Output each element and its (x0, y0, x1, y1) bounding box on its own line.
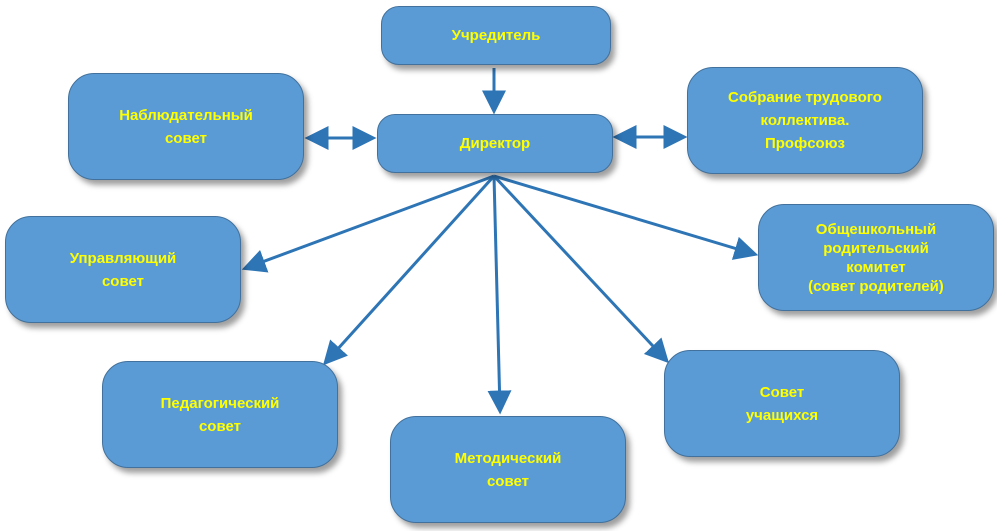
node-director: Директор (377, 114, 613, 173)
node-governing-council-label: Управляющий совет (69, 249, 177, 290)
node-governing-council: Управляющий совет (5, 216, 241, 323)
node-pedagogical-council: Педагогический совет (102, 361, 338, 468)
arrow-director-to-pedagogical-council (322, 174, 496, 366)
node-supervisory-board: Наблюдательный совет (68, 73, 304, 180)
node-founder-label: Учредитель (451, 27, 541, 44)
node-director-label: Директор (459, 135, 531, 152)
node-parents-committee: Общешкольный родительский комитет (совет… (758, 204, 994, 311)
node-methodical-council-label: Методический совет (454, 449, 562, 490)
node-supervisory-board-label: Наблюдательный совет (119, 106, 253, 147)
node-student-council-label: Совет учащихся (745, 383, 819, 424)
node-pedagogical-council-label: Педагогический совет (160, 394, 280, 435)
arrow-director-to-governing-council (241, 174, 495, 273)
node-parents-committee-label: Общешкольный родительский комитет (совет… (808, 220, 944, 295)
node-founder: Учредитель (381, 6, 611, 65)
node-student-council: Совет учащихся (664, 350, 900, 457)
arrow-director-to-student-council (492, 174, 670, 364)
node-methodical-council: Методический совет (390, 416, 626, 523)
node-staff-assembly: Собрание трудового коллектива. Профсоюз (687, 67, 923, 174)
arrow-director-to-methodical-council (487, 175, 512, 415)
arrow-director-to-parents-committee (493, 174, 759, 260)
node-staff-assembly-label: Собрание трудового коллектива. Профсоюз (728, 89, 882, 152)
